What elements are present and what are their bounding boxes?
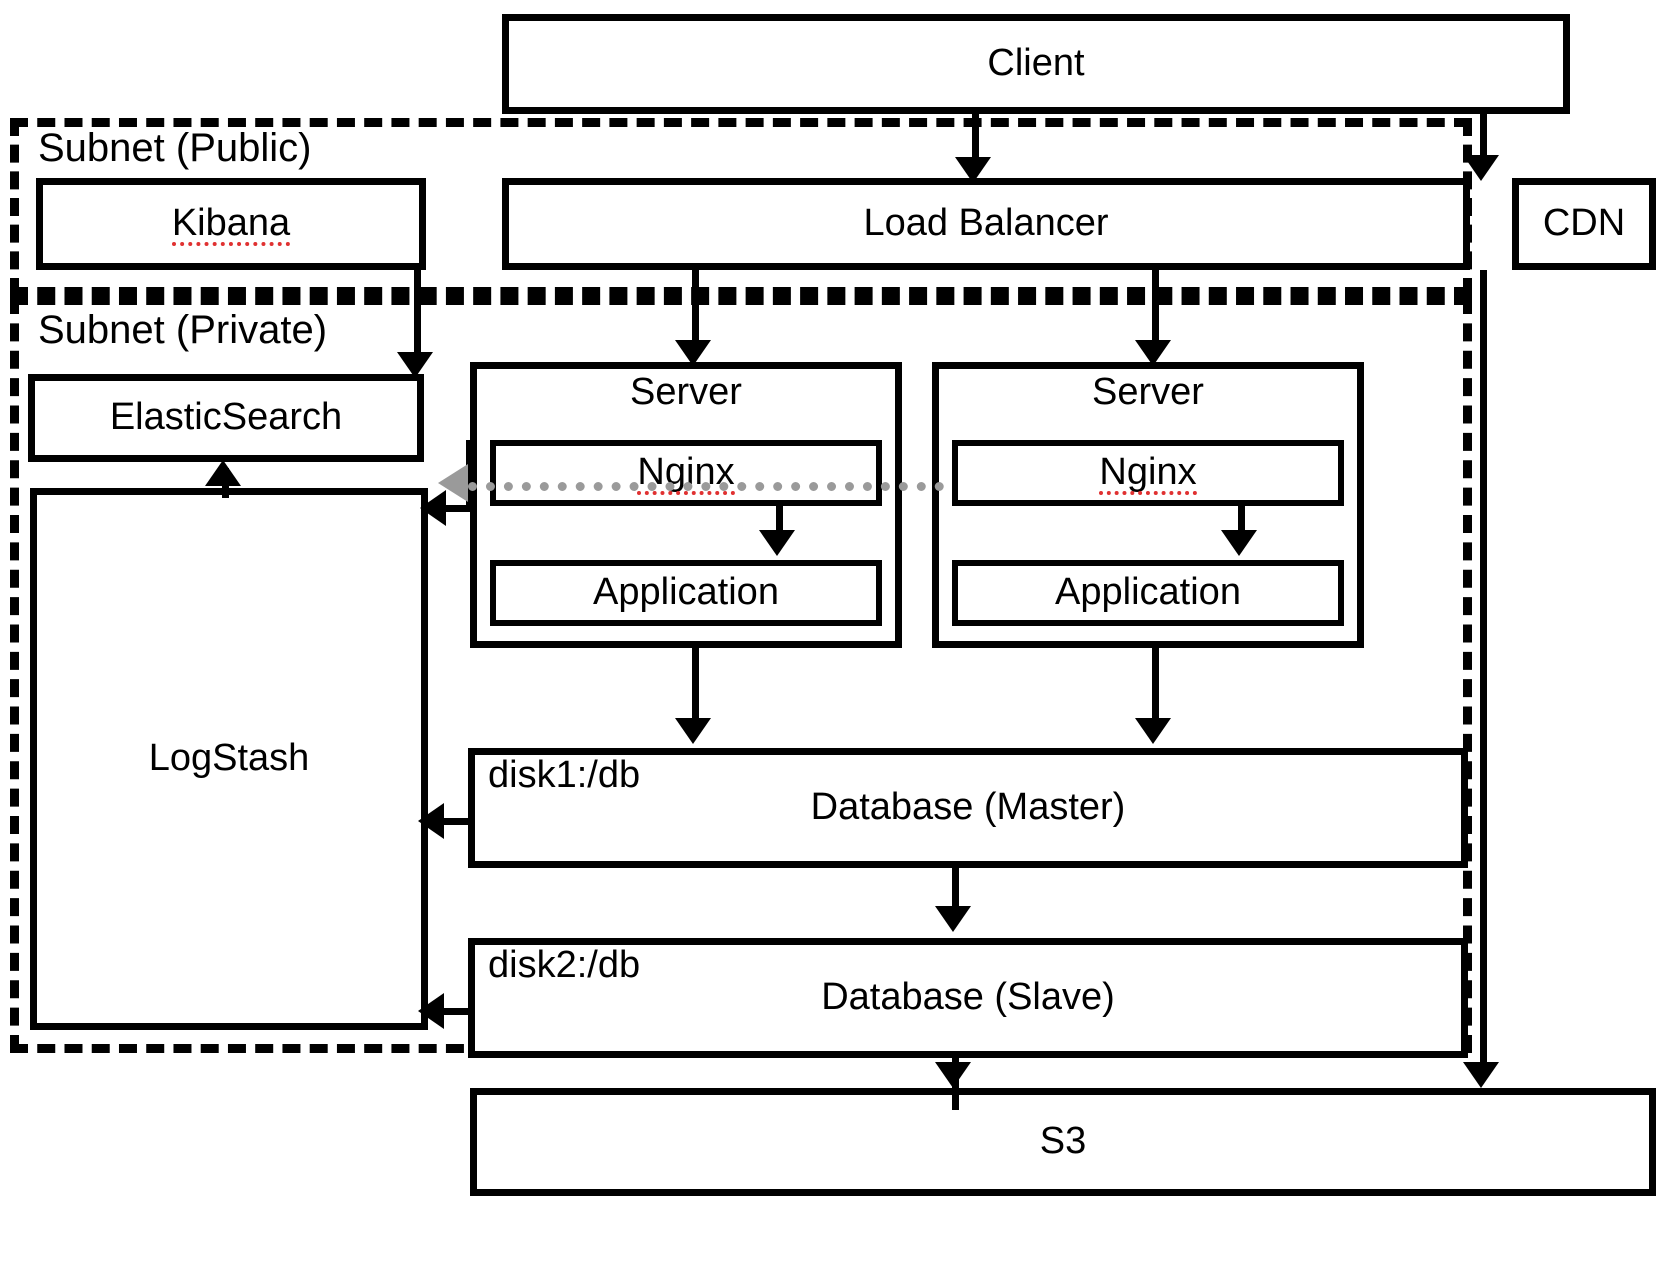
edge-loadbalancer-to-server-right-line — [1152, 270, 1159, 352]
node-s3-label: S3 — [1039, 1120, 1087, 1163]
edge-nginx-left-to-logstash-hline — [440, 505, 470, 512]
edge-loadbalancer-to-server-left-line — [692, 270, 699, 352]
edge-app-right-to-db-master-line — [1152, 648, 1159, 730]
node-server-left-label: Server — [630, 371, 742, 413]
node-load-balancer[interactable]: Load Balancer — [502, 178, 1470, 270]
edge-db-master-to-db-slave-arrowhead — [935, 906, 971, 932]
edge-db-slave-to-logstash-arrowhead — [418, 993, 444, 1029]
edge-client-to-loadbalancer-line — [972, 114, 979, 164]
node-logstash-label: LogStash — [148, 737, 310, 780]
edge-logstash-to-elasticsearch-arrowhead — [205, 460, 241, 486]
edge-nginx-right-to-app-right-arrowhead — [1221, 530, 1257, 556]
subnet-public-label: Subnet (Public) — [38, 126, 312, 170]
edge-nginx-left-to-app-left-line — [776, 506, 783, 538]
node-application-left-label: Application — [593, 571, 779, 614]
edge-nginx-left-to-logstash-vline — [466, 440, 473, 512]
annotation-disk1: disk1:/db — [488, 754, 641, 796]
edge-app-left-to-db-master-line — [692, 648, 699, 730]
node-s3[interactable]: S3 — [470, 1088, 1656, 1196]
edge-app-right-to-db-master-arrowhead — [1135, 718, 1171, 744]
edge-loadbalancer-to-server-left-arrowhead — [675, 340, 711, 366]
node-database-slave[interactable]: Database (Slave) — [468, 938, 1468, 1058]
edge-cdn-to-s3-arrowhead — [1463, 1062, 1499, 1088]
node-database-master[interactable]: Database (Master) — [468, 748, 1468, 868]
subnet-private-label: Subnet (Private) — [38, 308, 328, 352]
node-database-master-label: Database (Master) — [810, 786, 1126, 829]
node-application-left[interactable]: Application — [490, 560, 882, 626]
edge-db-master-to-logstash-hline — [440, 818, 472, 825]
edge-nginx-right-to-app-right-line — [1238, 506, 1245, 538]
node-cdn[interactable]: CDN — [1512, 178, 1656, 270]
node-elasticsearch-label: ElasticSearch — [109, 396, 343, 439]
edge-db-master-to-logstash-arrowhead — [418, 803, 444, 839]
node-load-balancer-label: Load Balancer — [863, 202, 1109, 245]
edge-db-master-to-db-slave-line — [952, 868, 959, 922]
edge-server-right-to-server-left-arrowhead — [438, 464, 468, 502]
node-kibana[interactable]: Kibana — [36, 178, 426, 270]
node-cdn-label: CDN — [1542, 202, 1626, 245]
node-database-slave-label: Database (Slave) — [821, 976, 1115, 1019]
node-nginx-right-label: Nginx — [1099, 451, 1197, 495]
node-client-label: Client — [987, 42, 1085, 85]
edge-client-to-loadbalancer-arrowhead — [955, 157, 991, 183]
node-application-right[interactable]: Application — [952, 560, 1344, 626]
node-logstash[interactable]: LogStash — [30, 488, 428, 1030]
node-nginx-left[interactable]: Nginx — [490, 440, 882, 506]
edge-db-slave-to-s3-arrowhead — [935, 1062, 971, 1088]
node-kibana-label: Kibana — [171, 202, 291, 246]
node-server-right-label: Server — [1092, 371, 1204, 413]
edge-cdn-to-s3-line — [1480, 270, 1487, 1072]
edge-db-slave-to-logstash-hline — [440, 1008, 472, 1015]
edge-loadbalancer-to-server-right-arrowhead — [1135, 340, 1171, 366]
node-elasticsearch[interactable]: ElasticSearch — [28, 374, 424, 462]
edge-app-left-to-db-master-arrowhead — [675, 718, 711, 744]
annotation-disk2: disk2:/db — [488, 944, 641, 986]
edge-nginx-left-to-app-left-arrowhead — [759, 530, 795, 556]
node-application-right-label: Application — [1055, 571, 1241, 614]
edge-kibana-to-elasticsearch-arrowhead — [397, 352, 433, 378]
edge-client-to-cdn-arrowhead — [1463, 155, 1499, 181]
edge-client-to-cdn-line — [1480, 114, 1487, 164]
edge-server-right-to-server-left-dotted — [468, 482, 944, 491]
edge-kibana-to-elasticsearch-line — [414, 270, 421, 362]
node-client[interactable]: Client — [502, 14, 1570, 114]
node-nginx-right[interactable]: Nginx — [952, 440, 1344, 506]
